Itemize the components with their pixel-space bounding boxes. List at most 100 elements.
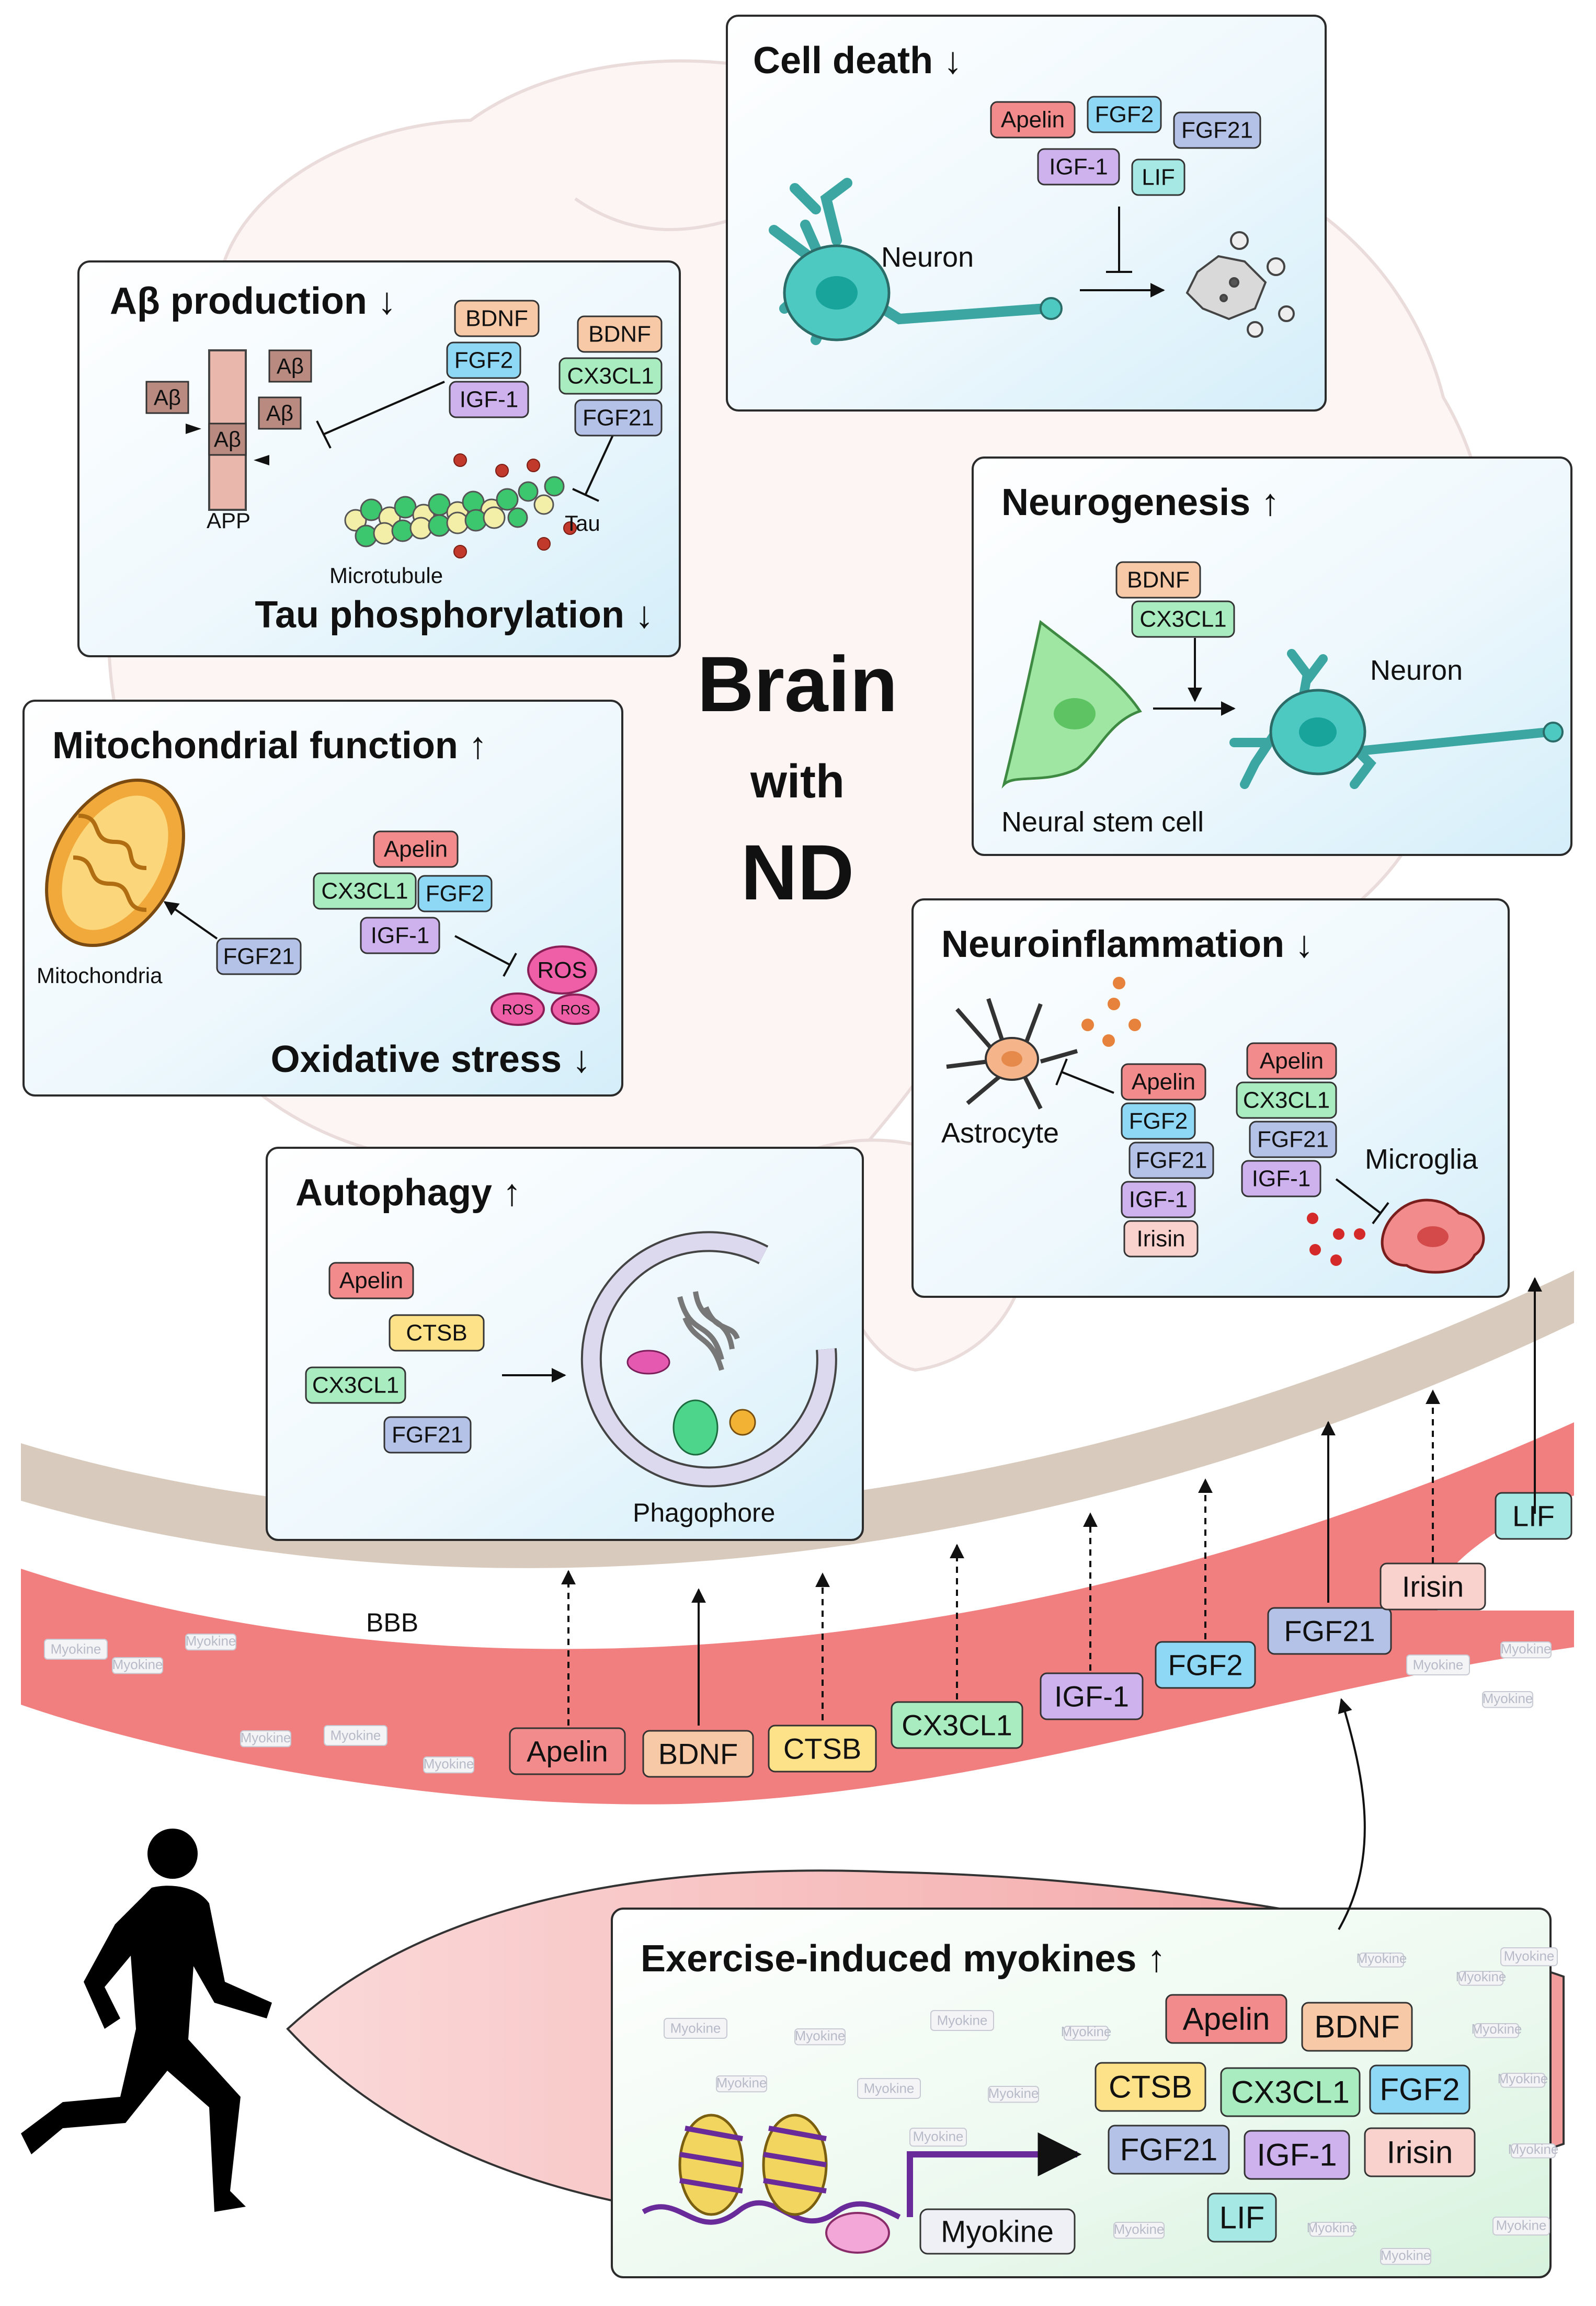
- panel-autophagy: Autophagy ↑ Phagophore: [266, 1147, 864, 1541]
- abeta-fragment: Aβ: [208, 423, 247, 456]
- svg-text:FGF21: FGF21: [1257, 1127, 1329, 1152]
- astro-apelin-tag: Apelin: [1121, 1063, 1206, 1101]
- svg-text:Myokine: Myokine: [330, 1727, 381, 1743]
- center-title-nd: ND: [741, 828, 854, 916]
- bbb-crossing-arrows: [561, 1277, 1542, 1930]
- microglia-fgf21-tag: FGF21: [1249, 1121, 1337, 1158]
- myokine-watermark: Myokine: [1482, 1691, 1533, 1708]
- neural-stem-cell-icon: [1001, 620, 1142, 789]
- svg-text:ROS: ROS: [561, 1002, 590, 1018]
- abeta-fragment: Aβ: [145, 381, 189, 414]
- svg-text:Myokine: Myokine: [1413, 1657, 1464, 1672]
- svg-text:LIF: LIF: [1512, 1500, 1555, 1533]
- cleavage-arrow-icon: [254, 455, 269, 465]
- myokine-watermark: Myokine: [324, 1725, 387, 1746]
- mito-fgf21-tag: FGF21: [216, 938, 302, 975]
- myokine-watermark: Myokine: [1508, 2141, 1558, 2159]
- svg-text:Apelin: Apelin: [1132, 1069, 1195, 1095]
- microtubule-icon: [344, 476, 565, 547]
- svg-text:FGF2: FGF2: [1129, 1109, 1188, 1134]
- svg-text:FGF21: FGF21: [583, 405, 654, 431]
- center-title-with: with: [750, 756, 845, 808]
- svg-text:BDNF: BDNF: [465, 306, 528, 332]
- myokine-watermark: Myokine: [794, 2028, 846, 2046]
- panel-title: Cell death ↓: [753, 40, 962, 82]
- exercise-igf1-tag: IGF-1: [1244, 2130, 1350, 2180]
- myokine-watermark: Myokine: [1380, 2247, 1431, 2265]
- autophagy-fgf21-tag: FGF21: [383, 1416, 472, 1454]
- myokine-tag: Myokine: [919, 2208, 1076, 2255]
- myokine-watermark: Myokine: [857, 2078, 921, 2099]
- cell-death-apelin-tag: Apelin: [990, 101, 1076, 139]
- neuron-label: Neuron: [881, 242, 974, 273]
- svg-text:IGF-1: IGF-1: [1252, 1166, 1310, 1192]
- vessel-igf1-tag: IGF-1: [1040, 1672, 1144, 1720]
- myokine-watermark: Myokine: [240, 1730, 291, 1748]
- svg-text:FGF21: FGF21: [1181, 118, 1253, 143]
- panel-title: Mitochondrial function ↑: [52, 725, 487, 767]
- cell-death-igf1-tag: IGF-1: [1037, 148, 1120, 186]
- neurogenesis-bdnf-tag: BDNF: [1115, 561, 1201, 599]
- svg-text:Myokine: Myokine: [716, 2075, 767, 2091]
- exercise-ctsb-tag: CTSB: [1095, 2062, 1206, 2112]
- panel-neurogenesis: Neurogenesis ↑ Neural stem cell Neuron: [972, 456, 1572, 856]
- microtubule-label: Microtubule: [329, 563, 443, 588]
- astrocyte-icon: [946, 998, 1078, 1110]
- myokine-watermark: Myokine: [185, 1633, 236, 1651]
- svg-text:FGF21: FGF21: [1284, 1615, 1375, 1648]
- neuron-icon: [1229, 649, 1564, 789]
- svg-text:IGF-1: IGF-1: [1054, 1680, 1129, 1713]
- cytokine-dots: [1081, 977, 1141, 1047]
- svg-text:BDNF: BDNF: [588, 322, 651, 347]
- svg-text:IGF-1: IGF-1: [1257, 2138, 1337, 2173]
- exercise-bdnf-tag: BDNF: [1301, 2002, 1413, 2052]
- microglia-igf1-tag: IGF-1: [1241, 1160, 1321, 1197]
- svg-text:Myokine: Myokine: [1501, 1641, 1552, 1657]
- vessel-irisin-tag: Irisin: [1380, 1562, 1486, 1611]
- svg-text:IGF-1: IGF-1: [371, 923, 429, 949]
- svg-text:CX3CL1: CX3CL1: [1139, 607, 1226, 632]
- neuron-icon: [769, 178, 1063, 345]
- svg-text:ROS: ROS: [502, 1001, 534, 1018]
- svg-text:Apelin: Apelin: [339, 1268, 403, 1294]
- vessel-bdnf-tag: BDNF: [642, 1730, 754, 1778]
- myokine-watermark: Myokine: [988, 2085, 1039, 2103]
- vessel-ctsb-tag: CTSB: [768, 1725, 877, 1773]
- exercise-fgf2-tag: FGF2: [1369, 2064, 1470, 2115]
- panel-title: Neuroinflammation ↓: [941, 923, 1314, 965]
- astro-fgf2-tag: FGF2: [1121, 1102, 1196, 1140]
- svg-text:LIF: LIF: [1142, 165, 1175, 190]
- svg-text:Aβ: Aβ: [154, 385, 181, 410]
- svg-text:FGF21: FGF21: [223, 944, 295, 969]
- myokine-watermark: Myokine: [716, 2075, 767, 2093]
- abeta-bdnf-tag-2: BDNF: [577, 315, 663, 353]
- panel-subtitle: Tau phosphorylation ↓: [255, 594, 654, 636]
- svg-text:Myokine: Myokine: [795, 2028, 846, 2044]
- cleavage-arrow-icon: [186, 424, 201, 434]
- microglia-label: Microglia: [1365, 1144, 1478, 1175]
- panel-title: Neurogenesis ↑: [1001, 482, 1280, 523]
- svg-text:Apelin: Apelin: [384, 837, 448, 862]
- apoptotic-cell-icon: [1185, 231, 1295, 338]
- panel-title: Exercise-induced myokines ↑: [641, 1938, 1166, 1980]
- neurogenesis-cx3cl1-tag: CX3CL1: [1131, 600, 1235, 638]
- svg-text:FGF21: FGF21: [392, 1422, 463, 1448]
- myokine-watermark: Myokine: [112, 1657, 163, 1674]
- svg-text:FGF2: FGF2: [1380, 2072, 1460, 2107]
- panel-mitochondria: Mitochondrial function ↑ Mitochondria RO…: [22, 700, 623, 1097]
- svg-text:Aβ: Aβ: [277, 354, 304, 379]
- myokine-watermark: Myokine: [930, 2010, 994, 2031]
- svg-text:Myokine: Myokine: [988, 2085, 1039, 2101]
- center-title: Brain with ND: [697, 640, 897, 916]
- abeta-igf1-tag: IGF-1: [449, 381, 529, 418]
- abeta-cx3cl1-tag: CX3CL1: [558, 357, 663, 395]
- svg-text:IGF-1: IGF-1: [1049, 154, 1108, 180]
- svg-text:Myokine: Myokine: [1483, 1691, 1533, 1706]
- mito-apelin-tag: Apelin: [373, 830, 459, 868]
- cytokine-dots: [1307, 1213, 1365, 1266]
- svg-text:Apelin: Apelin: [527, 1735, 608, 1768]
- mito-cx3cl1-tag: CX3CL1: [313, 872, 417, 910]
- mitochondria-label: Mitochondria: [37, 963, 163, 988]
